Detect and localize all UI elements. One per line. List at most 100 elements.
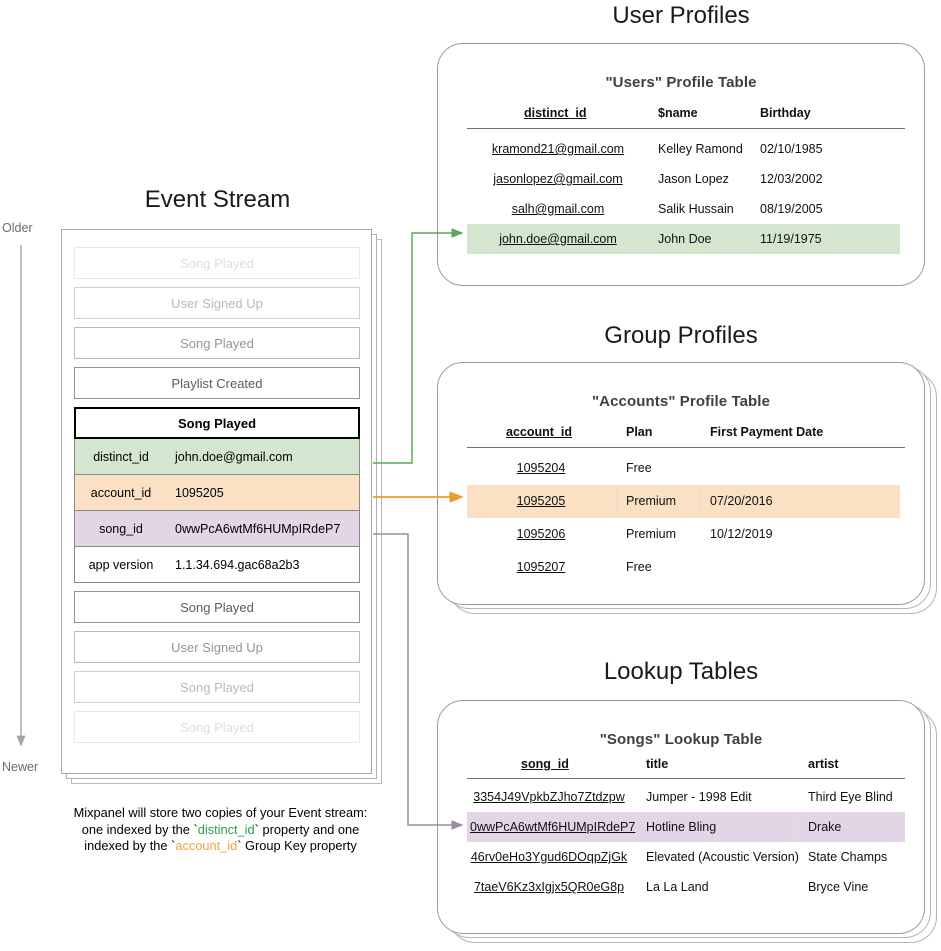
table-header-rule (467, 447, 905, 449)
table-cell: 11/19/1975 (760, 232, 822, 246)
column-separator (750, 227, 751, 251)
table-cell-id-text: john.doe@gmail.com (499, 232, 617, 246)
event-label: Song Played (177, 416, 257, 431)
table-cell: Jumper - 1998 Edit (646, 790, 752, 804)
event-label: Song Played (180, 680, 254, 695)
table-column-header-text: distinct_id (524, 106, 587, 120)
table-cell: Free (626, 560, 652, 574)
table-cell-id[interactable]: 3354J49VpkbZJho7Ztdzpw (470, 782, 628, 812)
table-cell: Free (626, 461, 652, 475)
event-label: Song Played (180, 600, 254, 615)
table-column-header: Birthday (760, 106, 811, 120)
event-property-value: 0wwPcA6wtMf6HUMpIRdeP7 (175, 522, 341, 536)
table-cell-id[interactable]: 46rv0eHo3Ygud6DOqpZjGk (470, 842, 628, 872)
table-cell: Hotline Bling (646, 820, 717, 834)
table-cell: Kelley Ramond (658, 142, 743, 156)
table-cell-id[interactable]: 0wwPcA6wtMf6HUMpIRdeP7 (470, 812, 635, 842)
table-column-header: First Payment Date (710, 425, 824, 439)
table-cell-id[interactable]: 1095206 (482, 518, 600, 551)
event-property-value: 1.1.34.694.gac68a2b3 (175, 558, 300, 572)
table-row-highlight (467, 485, 900, 518)
event-box[interactable]: User Signed Up (74, 287, 360, 319)
table-cell-id-text: 46rv0eHo3Ygud6DOqpZjGk (470, 850, 628, 864)
event-property-key: song_id (99, 522, 143, 536)
section-title-user-profiles: User Profiles (612, 2, 750, 29)
event-box[interactable]: Song Played (74, 591, 360, 623)
table-header-rule (467, 778, 905, 780)
table-cell-id[interactable]: kramond21@gmail.com (478, 134, 638, 164)
table-cell: Drake (808, 820, 842, 834)
column-separator (616, 488, 617, 515)
event-property-key: account_id (90, 486, 152, 500)
column-separator (798, 815, 799, 839)
table-column-header: song_id (521, 757, 569, 771)
table-header-rule (467, 128, 905, 130)
table-column-header: account_id (506, 425, 572, 439)
table-column-header: artist (808, 757, 839, 771)
event-property-key: distinct_id (93, 450, 149, 464)
event-property-value: 1095205 (175, 486, 224, 500)
table-cell: 10/12/2019 (710, 527, 773, 541)
table-cell: 08/19/2005 (760, 202, 823, 216)
table-column-header-text: account_id (506, 425, 572, 439)
table-column-header: Plan (626, 425, 653, 439)
event-label: Song Played (180, 256, 254, 271)
caption-line-3: indexed by the `account_id` Group Key pr… (38, 838, 403, 855)
event-property-row[interactable]: distinct_id john.doe@gmail.com (74, 439, 360, 475)
table-cell-id[interactable]: john.doe@gmail.com (478, 224, 638, 254)
caption-line3-pre: indexed by the ` (84, 838, 176, 853)
accounts-profile-card (437, 362, 925, 605)
table-cell-id-text: 1095206 (516, 527, 566, 541)
table-cell-id[interactable]: 1095207 (482, 551, 600, 584)
event-property-row[interactable]: song_id 0wwPcA6wtMf6HUMpIRdeP7 (74, 511, 360, 547)
table-cell-id-text: 3354J49VpkbZJho7Ztdzpw (473, 790, 625, 804)
event-property-row[interactable]: app version 1.1.34.694.gac68a2b3 (74, 547, 360, 583)
event-property-row[interactable]: account_id 1095205 (74, 475, 360, 511)
table-cell-id[interactable]: jasonlopez@gmail.com (478, 164, 638, 194)
section-title-event-stream: Event Stream (144, 186, 291, 213)
table-column-header: title (646, 757, 669, 771)
caption-distinct-id-token: distinct_id (197, 821, 255, 837)
table-row-highlight (467, 812, 905, 842)
table-cell: 12/03/2002 (760, 172, 823, 186)
event-box[interactable]: Song Played (74, 327, 360, 359)
table-cell-id[interactable]: 1095205 (482, 485, 600, 518)
event-box-selected[interactable]: Song Played (74, 407, 360, 439)
table-column-header: $name (658, 106, 698, 120)
users-table-title: "Users" Profile Table (605, 74, 757, 91)
caption-line2-pre: one indexed by the ` (81, 821, 198, 837)
table-column-header: distinct_id (524, 106, 587, 120)
table-cell-id-text: salh@gmail.com (511, 202, 605, 216)
event-label: User Signed Up (171, 296, 263, 311)
event-box[interactable]: Song Played (74, 711, 360, 743)
event-label: User Signed Up (171, 640, 263, 655)
event-box[interactable]: User Signed Up (74, 631, 360, 663)
section-title-lookup-tables: Lookup Tables (603, 658, 759, 685)
table-cell-id-text: 1095205 (516, 494, 566, 508)
event-label: Song Played (180, 720, 254, 735)
table-cell-id[interactable]: 7taeV6Kz3xIgjx5QR0eG8p (470, 872, 628, 902)
table-cell-id-text: 1095207 (516, 560, 566, 574)
caption-line-2: one indexed by the `distinct_id` propert… (38, 822, 403, 839)
event-property-value: john.doe@gmail.com (175, 450, 293, 464)
table-cell: Third Eye Blind (808, 790, 893, 804)
table-cell: Jason Lopez (658, 172, 729, 186)
table-cell: John Doe (658, 232, 712, 246)
event-box[interactable]: Song Played (74, 671, 360, 703)
caption-account-id-token: account_id (175, 838, 238, 853)
event-box[interactable]: Song Played (74, 247, 360, 279)
column-separator (636, 815, 637, 839)
section-title-group-profiles: Group Profiles (604, 322, 758, 349)
event-property-key: app version (88, 558, 154, 572)
table-cell-id-text: kramond21@gmail.com (491, 142, 625, 156)
table-cell: Bryce Vine (808, 880, 869, 894)
table-cell: La La Land (646, 880, 709, 894)
event-label: Playlist Created (171, 376, 263, 391)
table-cell-id-text: jasonlopez@gmail.com (493, 172, 623, 186)
table-cell-id[interactable]: 1095204 (482, 452, 600, 485)
axis-label-older: Older (2, 221, 33, 235)
event-box[interactable]: Playlist Created (74, 367, 360, 399)
table-cell-id-text: 1095204 (516, 461, 566, 475)
table-row-highlight (467, 224, 900, 254)
table-cell-id[interactable]: salh@gmail.com (478, 194, 638, 224)
